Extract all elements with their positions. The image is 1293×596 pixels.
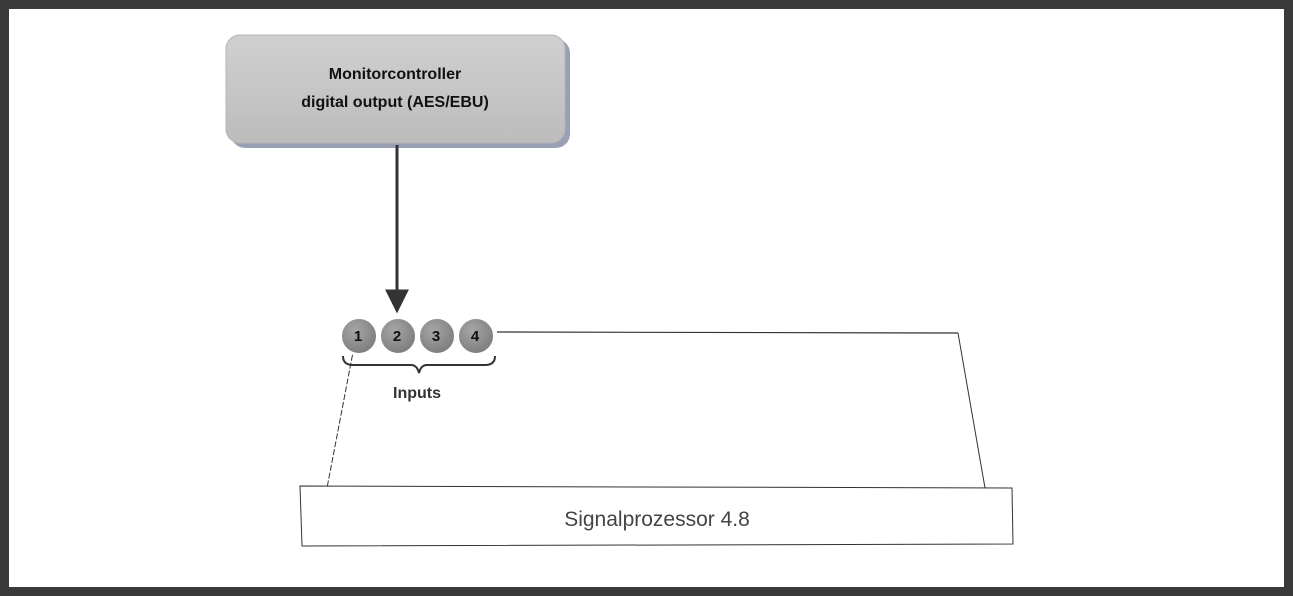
inputs-label: Inputs (393, 385, 441, 402)
input-number-4: 4 (471, 328, 480, 345)
input-number-3: 3 (432, 328, 440, 345)
signal-flow-diagram: Monitorcontroller digital output (AES/EB… (225, 34, 1014, 547)
device-front-panel-box (299, 485, 1014, 547)
device-top-edge (496, 331, 959, 334)
source-block-title-line1: Monitorcontroller (329, 66, 461, 83)
input-connector-3 (418, 317, 456, 355)
input-number-2: 2 (393, 328, 401, 345)
device-body (326, 331, 986, 489)
input-number-1: 1 (354, 328, 362, 345)
input-connectors: 1 2 3 4 (340, 317, 495, 355)
source-block-title-line2: digital output (AES/EBU) (301, 94, 489, 111)
device-label: Signalprozessor 4.8 (564, 508, 750, 531)
input-connector-1 (340, 317, 378, 355)
source-block: Monitorcontroller digital output (AES/EB… (225, 34, 570, 148)
input-connector-2 (379, 317, 417, 355)
device-right-edge (957, 332, 986, 489)
input-connector-4 (457, 317, 495, 355)
device-left-edge (326, 346, 355, 489)
device-front-panel: Signalprozessor 4.8 (299, 485, 1014, 547)
diagram-canvas: Monitorcontroller digital output (AES/EB… (9, 9, 1284, 587)
source-block-box (225, 34, 566, 144)
inputs-brace (342, 355, 496, 374)
